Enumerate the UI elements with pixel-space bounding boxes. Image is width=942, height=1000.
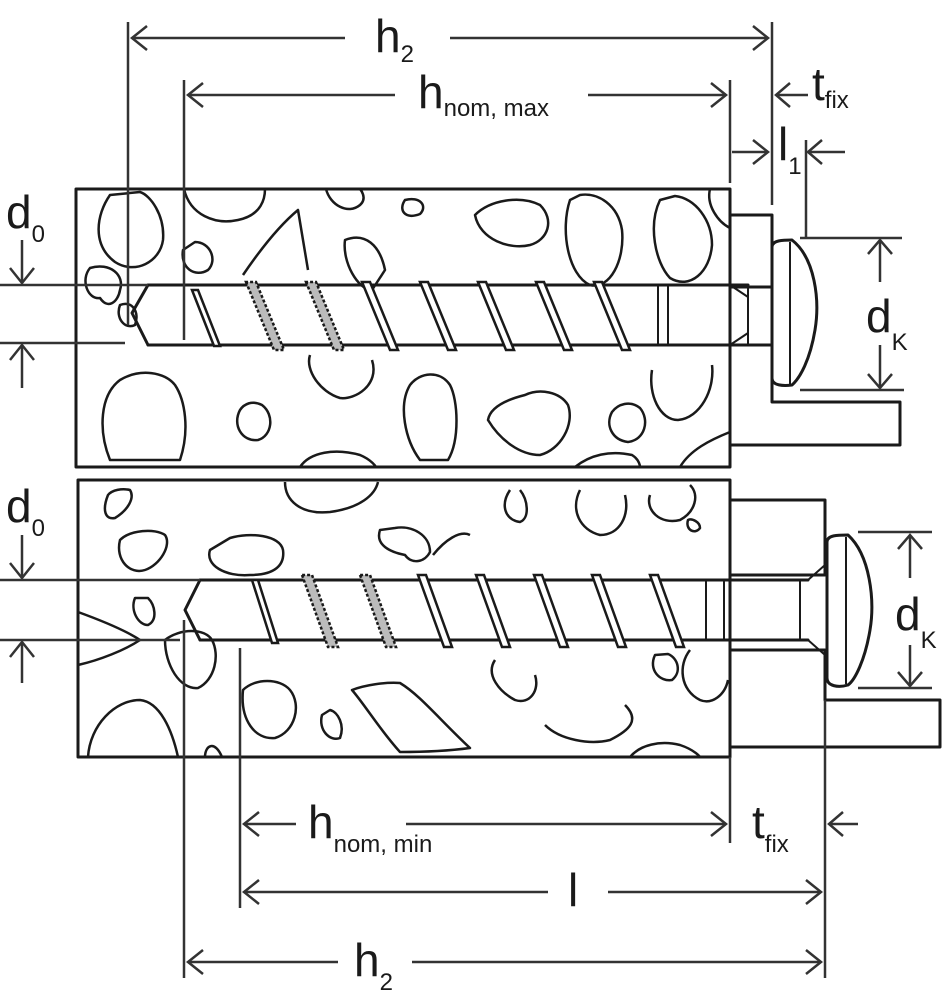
top-concrete-block <box>74 187 732 469</box>
label-d0-top: d0 <box>6 186 45 248</box>
label-tfix-bottom: tfix <box>752 796 789 858</box>
bottom-screw <box>183 533 874 688</box>
top-detail: h2 hnom, max tfix l1 d0 dK <box>0 10 908 469</box>
label-h2-bottom: h2 <box>354 934 393 996</box>
top-screw-head <box>770 238 819 387</box>
bottom-screw-head <box>825 533 874 688</box>
bottom-detail: d0 dK hnom, min tfix l h2 <box>0 478 942 996</box>
label-l1: l1 <box>778 118 802 180</box>
top-aggregate <box>84 188 731 468</box>
label-l: l <box>568 864 578 916</box>
label-h2-top: h2 <box>375 10 414 68</box>
bottom-dimensions <box>0 530 932 978</box>
top-dimensions <box>0 22 904 392</box>
bottom-aggregate <box>77 481 730 758</box>
top-screw <box>130 238 819 387</box>
label-hnom-min: hnom, min <box>308 796 432 858</box>
top-screw-tip <box>130 283 187 347</box>
bottom-fixture-plate <box>728 498 942 749</box>
label-d0-bottom: d0 <box>6 480 45 542</box>
bottom-screw-threads <box>250 573 686 649</box>
label-dk-top: dK <box>866 290 908 356</box>
bottom-concrete-block <box>76 478 732 759</box>
label-hnom-max: hnom, max <box>418 66 549 122</box>
label-dk-bottom: dK <box>895 588 937 654</box>
top-screw-threads <box>190 280 632 352</box>
label-tfix-top: tfix <box>812 58 849 114</box>
